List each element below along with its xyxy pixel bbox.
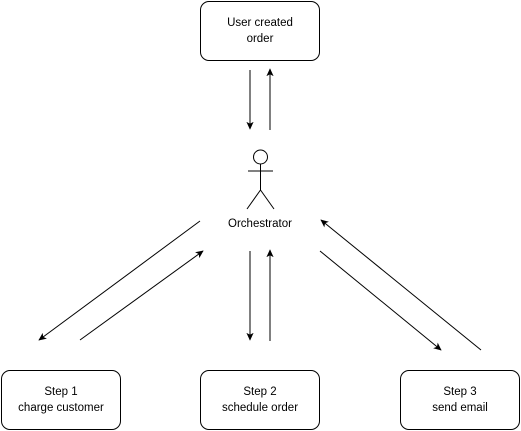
arrow-step3-to-orchestrator <box>320 219 482 351</box>
step1-description: charge customer <box>18 402 104 414</box>
step1-title: Step 1 <box>44 386 78 398</box>
arrow-orchestrator-to-step1 <box>38 220 201 341</box>
step1-node: Step 1 charge customer <box>1 370 121 430</box>
user-created-order-label-line2: order <box>246 33 274 45</box>
step2-description: schedule order <box>221 402 299 414</box>
arrow-step1-to-orchestrator <box>79 250 204 341</box>
user-created-order-node: User created order <box>200 1 320 61</box>
step2-title: Step 2 <box>243 386 277 398</box>
orchestrator-actor-icon <box>246 149 275 210</box>
step3-node: Step 3 send email <box>400 370 520 430</box>
step3-title: Step 3 <box>443 386 477 398</box>
step3-description: send email <box>432 402 488 414</box>
arrow-orchestrator-to-step3 <box>319 250 442 351</box>
step2-node: Step 2 schedule order <box>200 370 320 430</box>
user-created-order-label-line1: User created <box>227 17 293 29</box>
orchestrator-label: Orchestrator <box>228 218 292 230</box>
